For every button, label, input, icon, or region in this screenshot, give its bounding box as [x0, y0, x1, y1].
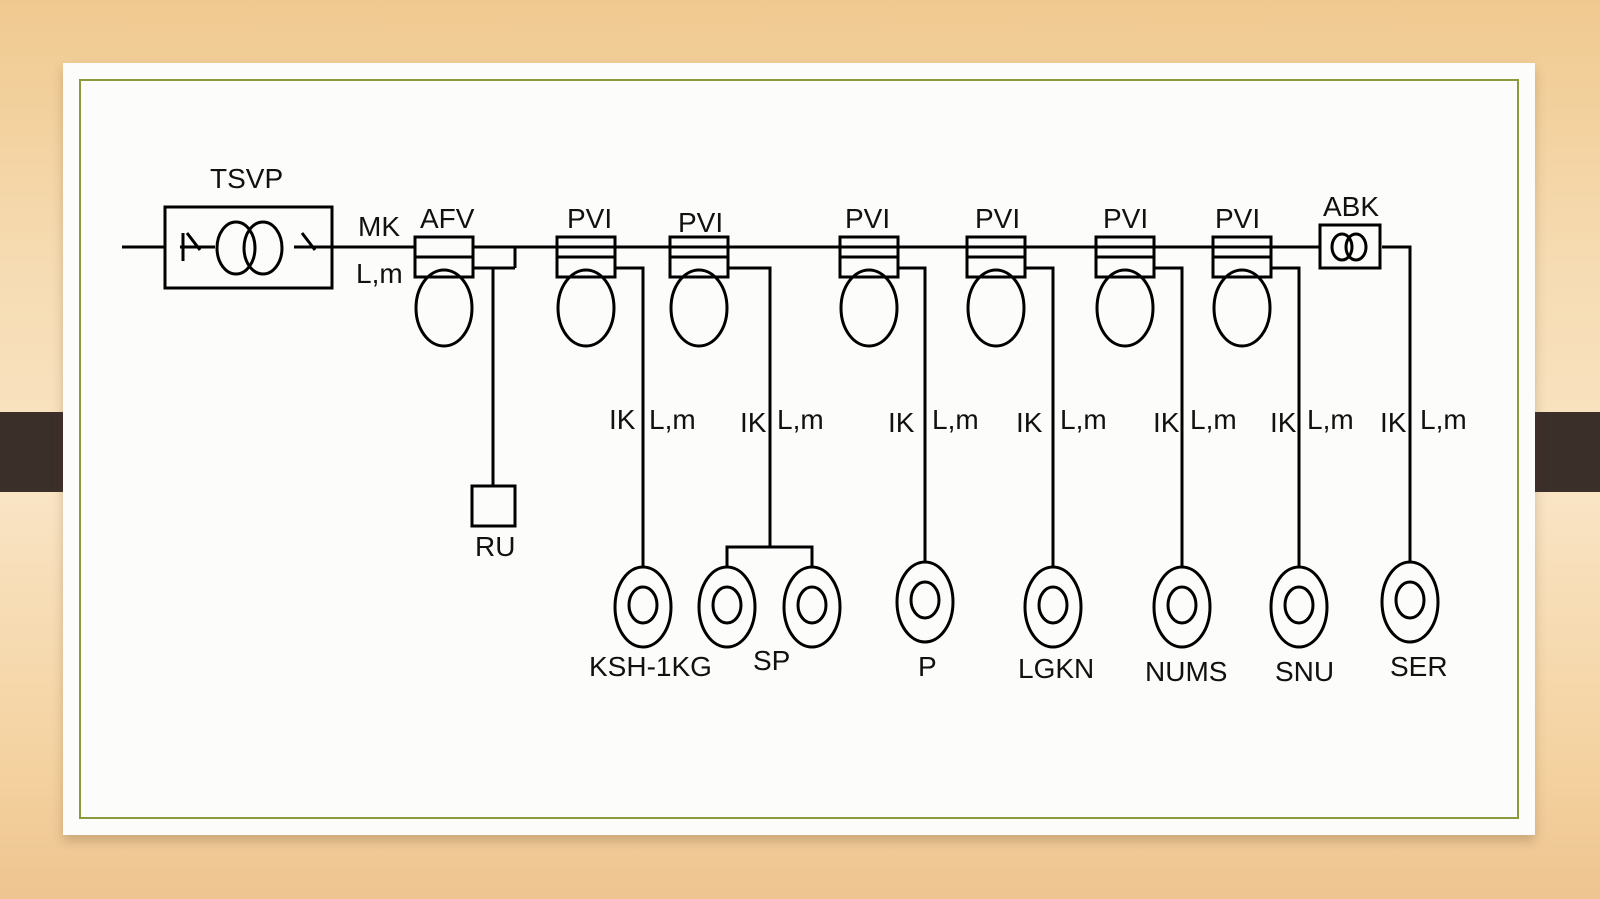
load-snu: [1269, 565, 1329, 649]
load-label-p: P: [918, 651, 937, 682]
length-label-7: L,m: [1420, 404, 1467, 435]
length-label-6: L,m: [1307, 404, 1354, 435]
load-sp-right: [782, 565, 842, 649]
pvi-label-2: PVI: [678, 207, 723, 238]
ik-label-6: IK: [1270, 407, 1297, 438]
pvi-switch-6: [1211, 235, 1273, 348]
pvi-switch-2: [668, 235, 730, 348]
ik-label-7: IK: [1380, 407, 1407, 438]
ru-box: [470, 484, 517, 528]
load-label-snu: SNU: [1275, 656, 1334, 687]
ik-label-2: IK: [740, 407, 767, 438]
length-label-4: L,m: [1060, 404, 1107, 435]
pvi-label-1: PVI: [567, 203, 612, 234]
load-sp-left: [697, 565, 757, 649]
length-label-1: L,m: [649, 404, 696, 435]
abk-transformer: [1318, 223, 1382, 270]
load-label-ser: SER: [1390, 651, 1448, 682]
load-p: [895, 560, 955, 644]
pvi-switch-1: [555, 235, 617, 348]
afv-label: AFV: [420, 203, 475, 234]
tsvp-substation: [163, 205, 334, 290]
load-ksh-1kg: [613, 565, 673, 649]
ik-label-3: IK: [888, 407, 915, 438]
load-lgkn: [1023, 565, 1083, 649]
pvi-switch-5: [1094, 235, 1156, 348]
length-label-2: L,m: [777, 404, 824, 435]
pvi-switch-4: [965, 235, 1027, 348]
ru-label: RU: [475, 531, 515, 562]
branch-cables: [615, 245, 1412, 567]
load-label-lgkn: LGKN: [1018, 653, 1094, 684]
pvi-label-6: PVI: [1215, 203, 1260, 234]
load-nums: [1152, 565, 1212, 649]
card-border: [79, 79, 1519, 819]
abk-label: ABK: [1323, 191, 1379, 222]
pvi-label-5: PVI: [1103, 203, 1148, 234]
tsvp-label: TSVP: [210, 163, 283, 194]
main-length-label: L,m: [356, 258, 403, 289]
pvi-switch-3: [838, 235, 900, 348]
load-label-ksh-1kg: KSH-1KG: [589, 651, 712, 682]
ik-label-4: IK: [1016, 407, 1043, 438]
ik-label-5: IK: [1153, 407, 1180, 438]
load-label-sp: SP: [753, 645, 790, 676]
load-ser: [1380, 560, 1440, 644]
pvi-label-3: PVI: [845, 203, 890, 234]
length-label-5: L,m: [1190, 404, 1237, 435]
length-label-3: L,m: [932, 404, 979, 435]
diagram-card: [63, 63, 1535, 835]
afv-switch: [413, 235, 517, 528]
ik-label-1: IK: [609, 404, 636, 435]
load-label-nums: NUMS: [1145, 656, 1227, 687]
pvi-label-4: PVI: [975, 203, 1020, 234]
mk-label: MK: [358, 211, 400, 242]
